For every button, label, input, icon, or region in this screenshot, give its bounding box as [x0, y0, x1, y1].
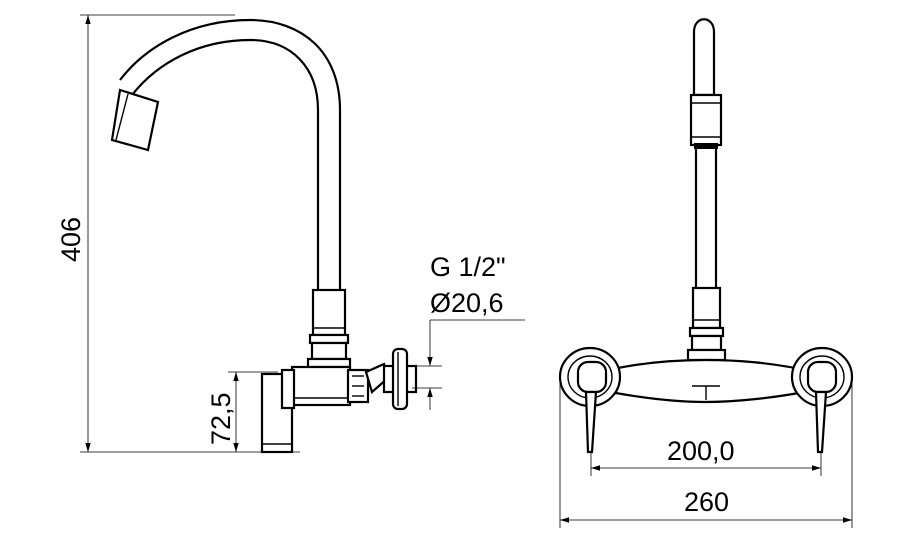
base-height-dimension: 72,5: [206, 371, 278, 452]
front-view: 200,0 260: [558, 18, 854, 528]
outer-width-dimension: 260: [559, 377, 853, 528]
inner-width-label: 200,0: [667, 436, 735, 466]
right-wall-fitting: [790, 346, 854, 454]
base-height-label: 72,5: [206, 392, 236, 445]
diameter-label: Ø20,6: [430, 288, 504, 318]
thread-dimension: G 1/2" Ø20,6: [412, 252, 525, 410]
side-view: 406 72,5: [56, 14, 525, 454]
thread-label: G 1/2": [430, 252, 506, 282]
valve-body: [260, 365, 352, 454]
front-spout: [686, 18, 727, 362]
riser-coupling: [306, 288, 352, 369]
gooseneck-spout: [110, 18, 342, 292]
height-dimension: 406: [56, 14, 300, 453]
outer-width-label: 260: [684, 487, 729, 517]
inner-width-dimension: 200,0: [590, 436, 822, 476]
left-wall-fitting: [558, 346, 622, 454]
height-label: 406: [56, 217, 86, 262]
wall-inlet: [346, 347, 418, 411]
front-body: [598, 358, 817, 404]
